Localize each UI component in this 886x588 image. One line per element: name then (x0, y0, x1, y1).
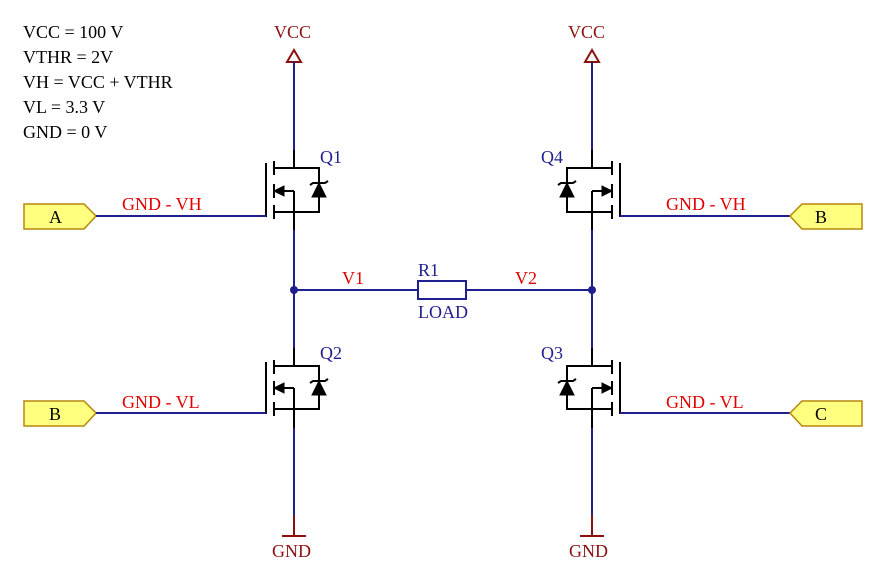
note-vl: VL = 3.3 V (23, 97, 105, 117)
transistor-q4: Q4 (541, 147, 621, 230)
net-label-gate-q2: GND - VL (122, 392, 200, 412)
gnd-left-symbol: GND (272, 515, 311, 561)
vcc-left-label: VCC (274, 22, 311, 42)
transistor-q3: Q3 (541, 343, 621, 428)
port-b-left-label: B (49, 404, 61, 424)
net-label-gate-q3: GND - VL (666, 392, 744, 412)
resistor-r1: R1 LOAD (417, 260, 468, 322)
port-b-right[interactable]: B (788, 203, 863, 230)
q3-label: Q3 (541, 343, 563, 363)
gnd-left-label: GND (272, 541, 311, 561)
net-label-v1: V1 (342, 268, 364, 288)
r1-value: LOAD (418, 302, 468, 322)
notes-block: VCC = 100 V VTHR = 2V VH = VCC + VTHR VL… (23, 22, 173, 142)
transistor-q1: Q1 (265, 147, 342, 230)
r1-designator: R1 (418, 260, 439, 280)
note-vthr: VTHR = 2V (23, 47, 113, 67)
transistor-q2: Q2 (265, 343, 342, 428)
q4-label: Q4 (541, 147, 563, 167)
vcc-right-arrow-icon (583, 48, 601, 63)
q1-label: Q1 (320, 147, 342, 167)
note-gnd: GND = 0 V (23, 122, 107, 142)
vcc-left-arrow-icon (285, 48, 303, 63)
net-label-gate-q4: GND - VH (666, 194, 746, 214)
net-label-gate-q1: GND - VH (122, 194, 202, 214)
gnd-right-symbol: GND (569, 515, 608, 561)
vcc-left-symbol: VCC (274, 22, 311, 63)
net-label-v2: V2 (515, 268, 537, 288)
vcc-right-label: VCC (568, 22, 605, 42)
q2-label: Q2 (320, 343, 342, 363)
port-c-right[interactable]: C (788, 400, 863, 427)
port-b-left[interactable]: B (23, 400, 98, 427)
note-vcc: VCC = 100 V (23, 22, 123, 42)
port-c-right-label: C (815, 404, 827, 424)
note-vh: VH = VCC + VTHR (23, 72, 173, 92)
port-a-left-label: A (49, 207, 62, 227)
junction-v2 (588, 286, 596, 294)
gnd-right-label: GND (569, 541, 608, 561)
vcc-right-symbol: VCC (568, 22, 605, 63)
port-a-left[interactable]: A (23, 203, 98, 230)
port-b-right-label: B (815, 207, 827, 227)
